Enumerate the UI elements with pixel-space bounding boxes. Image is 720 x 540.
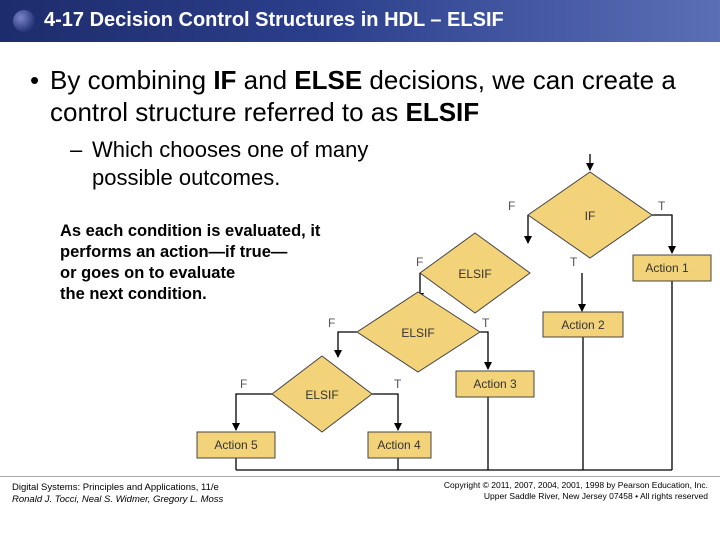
decision-label-elsif-3: ELSIF	[305, 388, 338, 402]
sub-bullet-text: Which chooses one of many possible outco…	[92, 137, 369, 190]
action-label-2: Action 2	[561, 318, 605, 332]
elsif2-true-label: T	[482, 316, 490, 330]
bullet-keyword-if: IF	[213, 65, 237, 95]
decision-diamond-elsif-3	[271, 355, 373, 433]
action-label-3: Action 3	[473, 377, 517, 391]
elsif2-false-connector	[334, 331, 357, 358]
footer-address-line: Upper Saddle River, New Jersey 07458 • A…	[483, 491, 708, 501]
elsif2-false-label: F	[328, 316, 335, 330]
if-false-label: F	[508, 199, 515, 213]
note-line: or goes on to evaluate	[60, 264, 236, 282]
note-line: performs an action—if true—	[60, 243, 288, 261]
action-label-4: Action 4	[377, 438, 421, 452]
action-box-1	[632, 254, 712, 282]
explanation-note: As each condition is evaluated, it perfo…	[60, 221, 400, 305]
footer-copyright: Copyright © 2011, 2007, 2004, 2001, 1998…	[444, 480, 708, 502]
bullet-text-pre: By combining	[50, 65, 214, 95]
elsif2-true-connector	[480, 331, 492, 370]
elsif3-true-label: T	[394, 377, 402, 391]
elsif3-false-label: F	[240, 377, 247, 391]
elsif3-true-connector	[372, 393, 402, 431]
action-box-4	[367, 431, 432, 459]
if-true-label: T	[658, 199, 666, 213]
bullet-marker: •	[30, 65, 40, 95]
decision-label-if: IF	[585, 209, 596, 223]
decision-label-elsif-1: ELSIF	[458, 267, 491, 281]
title-bar: 4-17 Decision Control Structures in HDL …	[0, 0, 720, 42]
elsif3-false-connector	[232, 393, 272, 431]
bullet-text-post: decisions, we can create a control struc…	[50, 65, 676, 127]
bullet-keyword-else: ELSE	[294, 65, 363, 95]
main-bullet: • By combining IF and ELSE decisions, we…	[30, 64, 700, 128]
sub-bullet-marker: –	[70, 137, 83, 162]
action-label-5: Action 5	[214, 438, 258, 452]
decision-label-elsif-2: ELSIF	[401, 326, 434, 340]
elsif1-true-label: T	[570, 255, 578, 269]
bullet-keyword-elsif: ELSIF	[405, 97, 480, 127]
action-label-1: Action 1	[645, 261, 689, 275]
title-bullet-icon	[13, 10, 35, 32]
sub-bullet: – Which chooses one of many possible out…	[70, 136, 452, 192]
action-box-3	[455, 370, 535, 398]
decision-diamond-elsif-1	[419, 232, 531, 314]
decision-diamond-elsif-2	[356, 291, 481, 373]
footer-authors: Ronald J. Tocci, Neal S. Widmer, Gregory…	[12, 494, 224, 505]
footer-divider	[0, 476, 720, 477]
if-true-connector	[652, 214, 676, 254]
note-line: the next condition.	[60, 285, 207, 303]
action-box-5	[196, 431, 276, 459]
slide-title: 4-17 Decision Control Structures in HDL …	[44, 9, 504, 31]
footer-book-title: Digital Systems: Principles and Applicat…	[12, 482, 219, 493]
action-box-2	[542, 311, 624, 338]
decision-diamond-if	[527, 171, 653, 259]
bullet-text-mid: and	[236, 65, 295, 95]
elsif1-false-label: F	[416, 255, 423, 269]
footer-copyright-line: Copyright © 2011, 2007, 2004, 2001, 1998…	[443, 480, 708, 490]
note-line: As each condition is evaluated, it	[60, 222, 321, 240]
footer-citation: Digital Systems: Principles and Applicat…	[12, 482, 223, 506]
